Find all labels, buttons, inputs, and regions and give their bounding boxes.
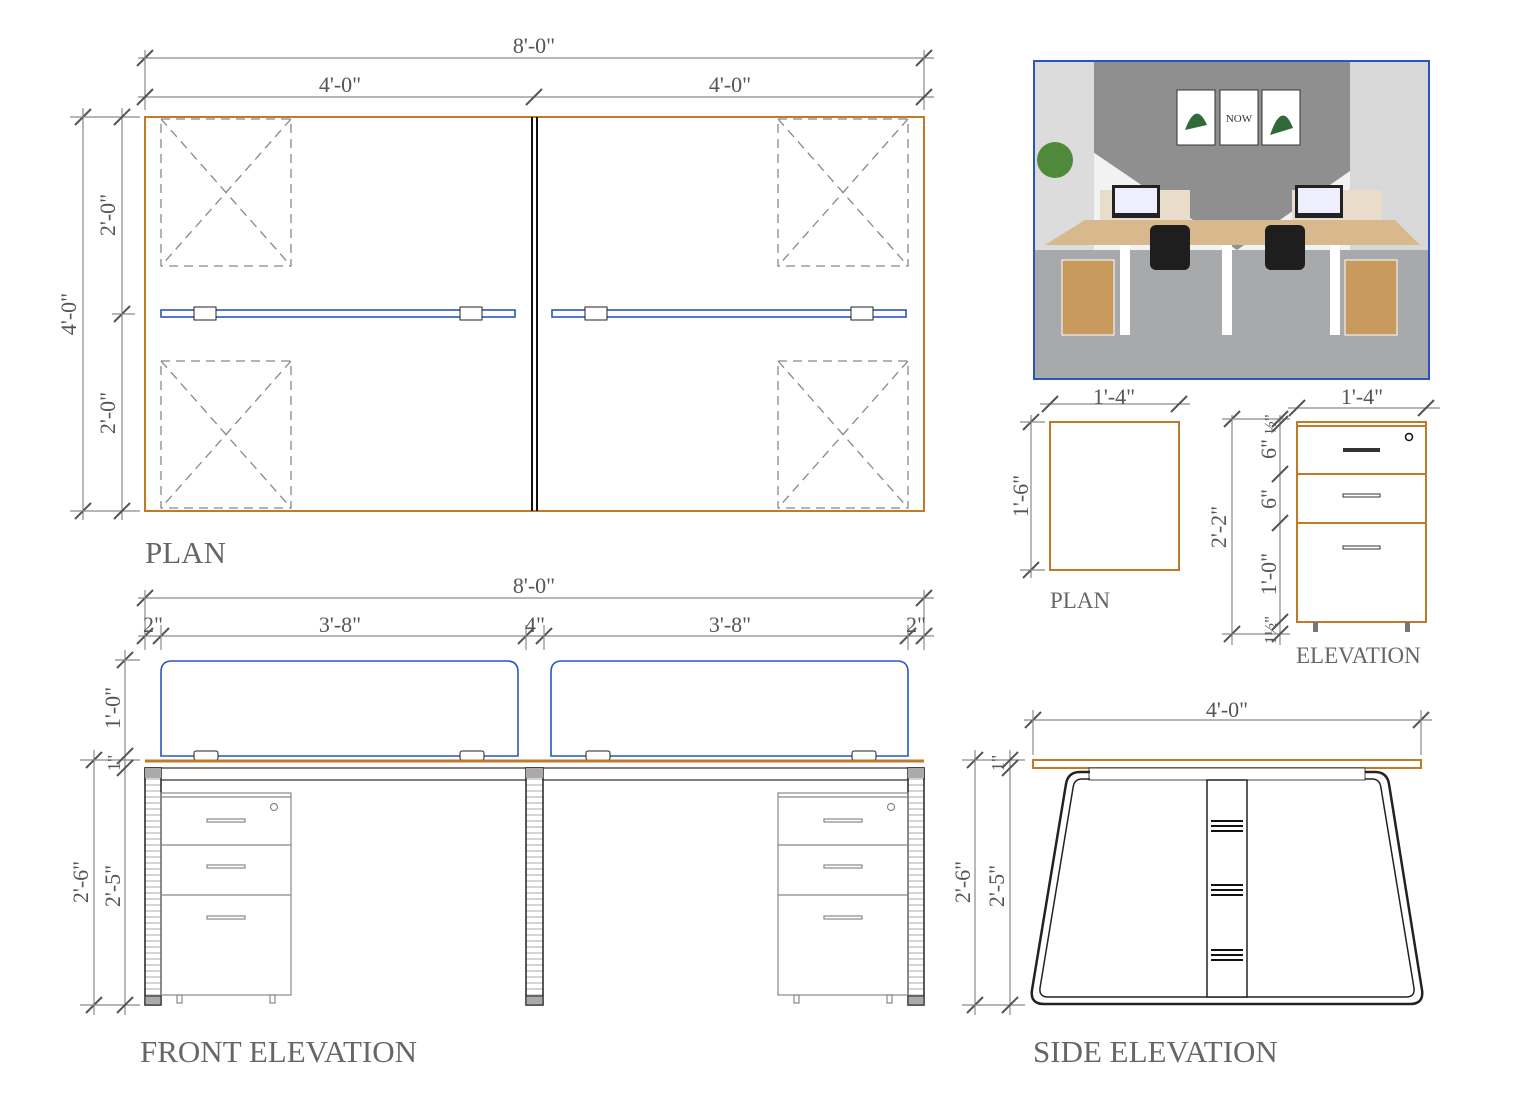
dim-pedestal-depth: 1'-6"	[1008, 475, 1033, 517]
dim-overall-height: 2'-6"	[68, 861, 93, 903]
front-elevation-view: 8'-0" 2" 3'-8" 4" 3'-8" 2" 2'-6" 1'-0" 1…	[68, 573, 934, 1069]
dim-base-gap: 1½"	[1261, 616, 1280, 644]
plan-dimensions: 8'-0" 4'-0" 4'-0" 4'-0" 2'-0" 2'-0"	[56, 33, 934, 520]
dim-leg-height: 2'-5"	[100, 865, 125, 907]
dim-half-right: 4'-0"	[709, 72, 751, 97]
pedestal-right	[777, 792, 909, 1004]
dim-leg-middle: 4"	[525, 612, 545, 637]
dim-overall-height: 2'-6"	[950, 861, 975, 903]
dim-bay-right: 3'-8"	[709, 612, 751, 637]
dim-leg-left: 2"	[143, 612, 163, 637]
dim-depth-top: 2'-0"	[95, 194, 120, 236]
dim-leg-height: 2'-5"	[984, 865, 1009, 907]
dim-drawer-1: 6"	[1256, 439, 1281, 459]
plan-screens	[160, 306, 907, 321]
pedestal-elevation-view: 1'-4" 2'-2" ½" 6" 6" 1'-0" 1½" ELEVATION	[1206, 384, 1440, 668]
dim-side-width: 4'-0"	[1206, 697, 1248, 722]
dim-overall-width: 8'-0"	[513, 573, 555, 598]
plan-title: PLAN	[145, 535, 226, 570]
dim-leg-right: 2"	[906, 612, 926, 637]
dim-top-thickness: 1"	[104, 755, 124, 771]
front-elevation-title: FRONT ELEVATION	[140, 1034, 417, 1069]
privacy-screens	[160, 660, 909, 761]
dim-overall-height: 2'-2"	[1206, 506, 1231, 548]
desk-top-outline	[144, 116, 925, 512]
pedestal-elevation-title: ELEVATION	[1296, 643, 1421, 668]
chair-zone	[777, 360, 909, 509]
chair-zone	[160, 360, 292, 509]
poster-text: NOW	[1226, 113, 1253, 125]
chair-zones	[160, 118, 909, 509]
side-elevation-title: SIDE ELEVATION	[1033, 1034, 1278, 1069]
dim-overall-width: 8'-0"	[513, 33, 555, 58]
plan-view: 8'-0" 4'-0" 4'-0" 4'-0" 2'-0" 2'-0" PLAN	[56, 33, 934, 570]
dim-depth-bottom: 2'-0"	[95, 392, 120, 434]
dim-top-gap: ½"	[1261, 414, 1280, 434]
reference-photo: NOW	[1033, 60, 1430, 380]
chair-zone	[160, 118, 292, 267]
pedestal-plan-title: PLAN	[1050, 588, 1110, 613]
dim-drawer-2: 6"	[1256, 489, 1281, 509]
legs	[144, 767, 925, 1006]
dim-drawer-3: 1'-0"	[1256, 553, 1281, 595]
chair-zone	[777, 118, 909, 267]
dim-overall-depth: 4'-0"	[56, 293, 81, 335]
dim-bay-left: 3'-8"	[319, 612, 361, 637]
pedestal-plan-view: 1'-4" 1'-6" PLAN	[1008, 384, 1190, 613]
dim-pedestal-width: 1'-4"	[1093, 384, 1135, 409]
dim-screen-height: 1'-0"	[100, 687, 125, 729]
front-dimensions: 8'-0" 2" 3'-8" 4" 3'-8" 2" 2'-6" 1'-0" 1…	[68, 573, 934, 1015]
dim-pedestal-width: 1'-4"	[1341, 384, 1383, 409]
dim-top-thickness: 1"	[988, 755, 1008, 771]
pedestal-left	[160, 792, 292, 1004]
side-elevation-view: 4'-0" 2'-6" 1" 2'-5" SIDE ELEVATION	[950, 697, 1432, 1069]
dim-half-left: 4'-0"	[319, 72, 361, 97]
